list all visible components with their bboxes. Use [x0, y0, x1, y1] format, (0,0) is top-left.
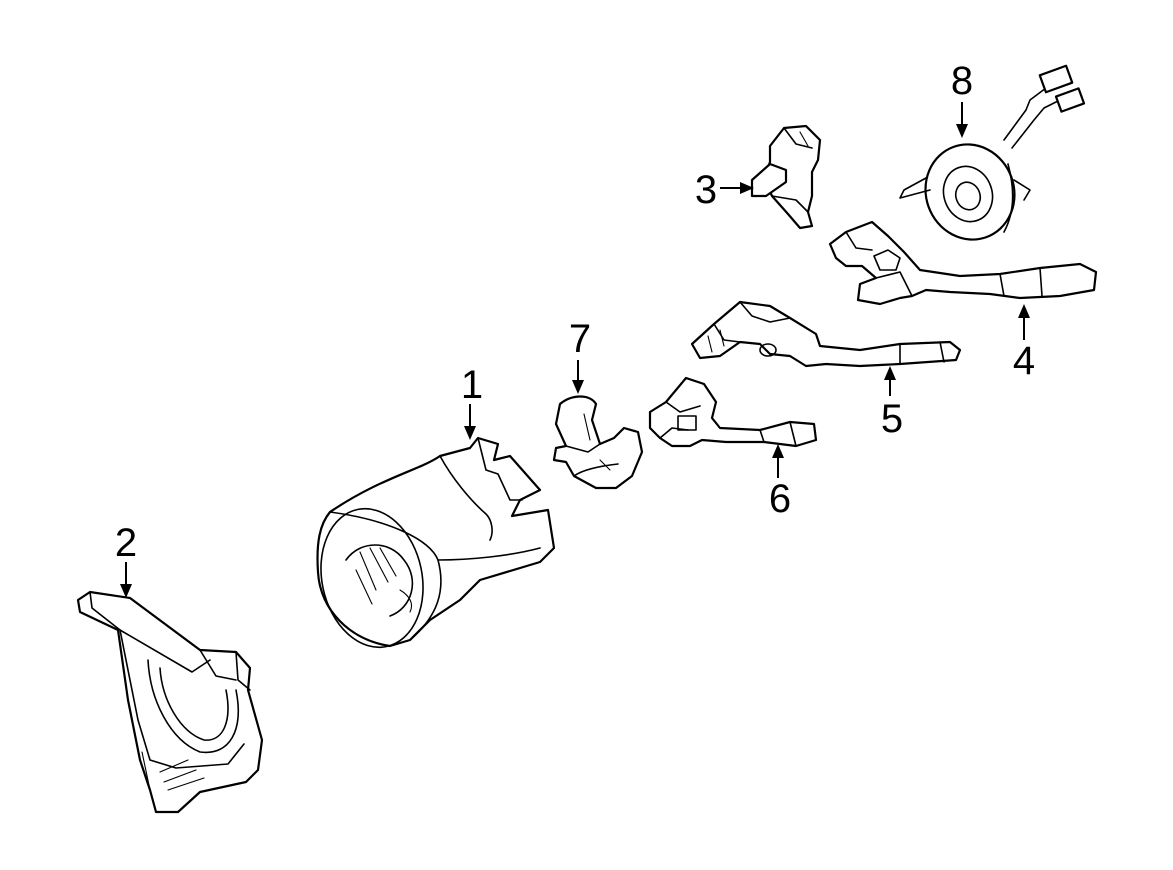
arrow-6 — [772, 444, 784, 478]
callout-7: 7 — [569, 317, 591, 361]
arrow-8 — [956, 102, 968, 138]
part-clock-spring — [899, 64, 1086, 241]
callout-5: 5 — [881, 397, 903, 441]
arrow-4 — [1018, 304, 1030, 340]
arrow-7 — [572, 360, 584, 394]
callout-arrows — [120, 102, 1030, 598]
part-column-cover — [316, 436, 556, 649]
part-cruise-lever — [648, 376, 818, 448]
part-lower-shroud — [76, 590, 264, 814]
part-wiper-lever — [828, 220, 1098, 306]
part-ignition-switch — [750, 124, 822, 230]
callout-2: 2 — [115, 521, 137, 565]
part-switch-bracket — [552, 395, 644, 490]
arrow-5 — [884, 366, 896, 396]
callout-6: 6 — [769, 477, 791, 521]
arrow-1 — [464, 404, 476, 440]
callout-3: 3 — [695, 168, 717, 212]
callout-4: 4 — [1013, 339, 1035, 383]
callout-8: 8 — [951, 59, 973, 103]
part-turn-signal-lever — [690, 300, 962, 368]
arrow-3 — [720, 182, 754, 194]
arrow-2 — [120, 562, 132, 598]
callout-labels: 1 2 3 4 5 6 7 8 — [115, 59, 1035, 565]
callout-1: 1 — [461, 363, 483, 407]
